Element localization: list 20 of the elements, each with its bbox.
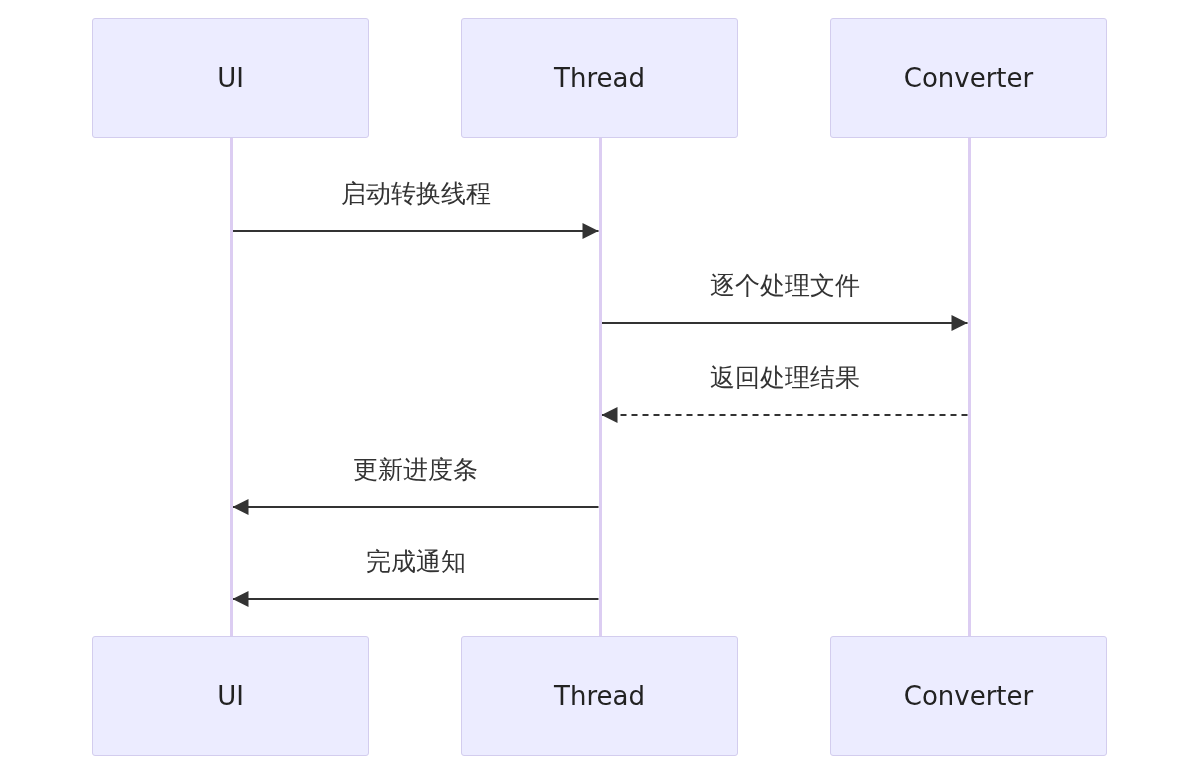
participant-box: [830, 18, 1107, 138]
participant-box: [461, 636, 738, 756]
participant-box: [92, 636, 369, 756]
participant-box: [92, 18, 369, 138]
message-arrow: [231, 499, 600, 515]
participant-box: [461, 18, 738, 138]
participant-box: [830, 636, 1107, 756]
participant-name: Converter: [903, 63, 1034, 93]
lifeline: [598, 138, 602, 636]
participant-name: UI: [217, 681, 244, 711]
participant-name: UI: [217, 63, 244, 93]
lifeline: [229, 138, 233, 636]
message-arrow: [231, 591, 600, 607]
message-arrow: [231, 223, 600, 239]
lifeline: [967, 138, 971, 636]
return-message-arrow: [600, 407, 969, 423]
participant-name: Converter: [903, 681, 1034, 711]
participant-name: Thread: [554, 681, 645, 711]
message-arrow: [600, 315, 969, 331]
participant-name: Thread: [554, 63, 645, 93]
